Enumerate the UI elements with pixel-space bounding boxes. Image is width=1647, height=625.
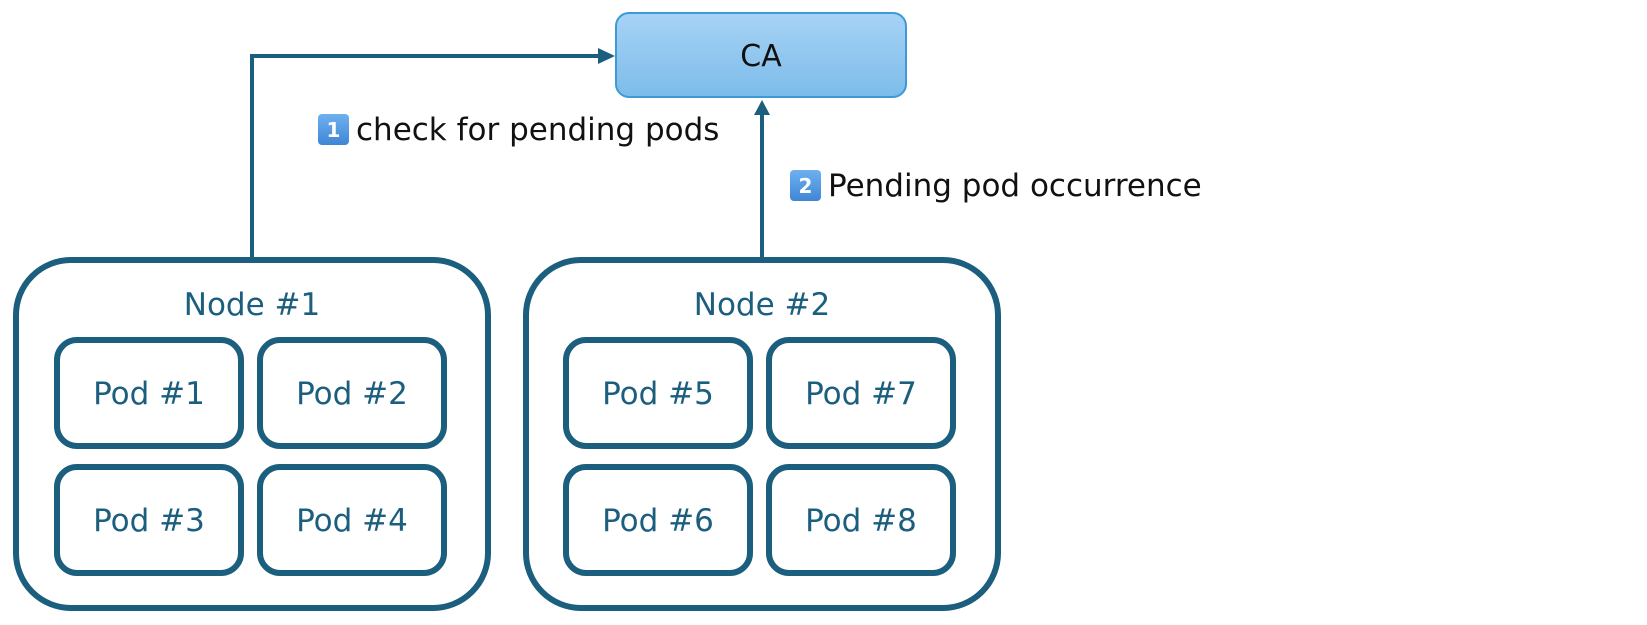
- pod-4: Pod #4: [257, 464, 447, 576]
- pod-4-label: Pod #4: [296, 503, 408, 539]
- pod-3-label: Pod #3: [93, 503, 205, 539]
- step-1: 1 check for pending pods: [318, 112, 719, 148]
- pod-2-label: Pod #2: [296, 376, 408, 412]
- pod-1-label: Pod #1: [93, 376, 205, 412]
- step-1-text: check for pending pods: [356, 112, 719, 148]
- pod-6: Pod #6: [563, 464, 753, 576]
- step-1-badge-icon: [318, 114, 349, 145]
- step-2-text: Pending pod occurrence: [828, 168, 1202, 204]
- ca-label: CA: [740, 39, 782, 74]
- step-2-number: 2: [799, 174, 813, 198]
- pod-7: Pod #7: [766, 337, 956, 449]
- pod-8: Pod #8: [766, 464, 956, 576]
- step-2: 2 Pending pod occurrence: [790, 168, 1202, 204]
- pod-5: Pod #5: [563, 337, 753, 449]
- pod-2: Pod #2: [257, 337, 447, 449]
- node-1: Node #1 Pod #1 Pod #2 Pod #3 Pod #4: [13, 257, 491, 611]
- pod-5-label: Pod #5: [602, 376, 714, 412]
- step-2-badge-icon: [790, 170, 821, 201]
- node-1-title: Node #1: [184, 287, 320, 323]
- step-1-number: 1: [327, 118, 341, 142]
- pod-6-label: Pod #6: [602, 503, 714, 539]
- ca-box: CA: [615, 12, 907, 98]
- node-2: Node #2 Pod #5 Pod #7 Pod #6 Pod #8: [523, 257, 1001, 611]
- node-2-title: Node #2: [694, 287, 830, 323]
- pod-7-label: Pod #7: [805, 376, 917, 412]
- arrow-node2-to-ca: [754, 100, 770, 260]
- pod-1: Pod #1: [54, 337, 244, 449]
- pod-3: Pod #3: [54, 464, 244, 576]
- arrow-node1-to-ca: [250, 48, 615, 260]
- pod-8-label: Pod #8: [805, 503, 917, 539]
